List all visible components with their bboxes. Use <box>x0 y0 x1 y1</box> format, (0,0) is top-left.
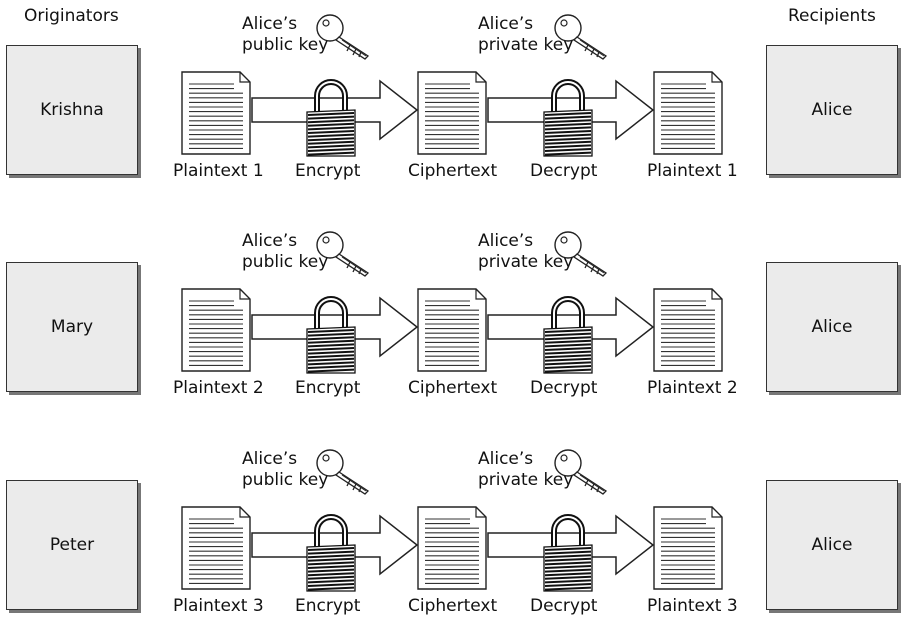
recipients-header: Recipients <box>788 6 876 26</box>
decrypt-label: Decrypt <box>530 161 598 181</box>
originators-header: Originators <box>24 6 119 26</box>
plaintext-out-label: Plaintext 2 <box>647 378 738 398</box>
encrypt-label: Encrypt <box>295 596 361 616</box>
originator-name: Mary <box>50 317 94 337</box>
plaintext-in-label: Plaintext 1 <box>173 161 264 181</box>
decrypt-lock-icon <box>543 296 593 374</box>
ciphertext-document-icon <box>417 506 487 590</box>
arrow-decrypt <box>487 514 655 576</box>
encrypt-label: Encrypt <box>295 161 361 181</box>
encrypt-lock-icon <box>306 79 356 157</box>
public-key-icon <box>316 231 370 277</box>
plaintext-out-document-icon <box>653 71 723 155</box>
recipient-box: Alice <box>766 262 898 392</box>
ciphertext-label: Ciphertext <box>408 378 498 398</box>
recipient-name: Alice <box>811 535 853 555</box>
decrypt-lock-icon <box>543 79 593 157</box>
encrypt-label: Encrypt <box>295 378 361 398</box>
originator-box: Krishna <box>6 45 138 175</box>
plaintext-in-document-icon <box>181 71 251 155</box>
recipient-box: Alice <box>766 45 898 175</box>
plaintext-in-label: Plaintext 2 <box>173 378 264 398</box>
encrypt-lock-icon <box>306 296 356 374</box>
originator-box: Peter <box>6 480 138 610</box>
plaintext-out-document-icon <box>653 506 723 590</box>
plaintext-out-label: Plaintext 3 <box>647 596 738 616</box>
originator-name: Peter <box>49 535 95 555</box>
private-key-icon <box>554 231 608 277</box>
originator-name: Krishna <box>40 100 104 120</box>
ciphertext-label: Ciphertext <box>408 161 498 181</box>
private-key-icon <box>554 449 608 495</box>
arrow-encrypt <box>251 79 419 141</box>
encrypt-lock-icon <box>306 514 356 592</box>
public-key-icon <box>316 449 370 495</box>
arrow-encrypt <box>251 514 419 576</box>
ciphertext-label: Ciphertext <box>408 596 498 616</box>
public-key-icon <box>316 14 370 60</box>
plaintext-out-document-icon <box>653 288 723 372</box>
plaintext-in-document-icon <box>181 506 251 590</box>
arrow-encrypt <box>251 296 419 358</box>
decrypt-lock-icon <box>543 514 593 592</box>
plaintext-in-document-icon <box>181 288 251 372</box>
plaintext-in-label: Plaintext 3 <box>173 596 264 616</box>
ciphertext-document-icon <box>417 288 487 372</box>
decrypt-label: Decrypt <box>530 596 598 616</box>
originator-box: Mary <box>6 262 138 392</box>
ciphertext-document-icon <box>417 71 487 155</box>
arrow-decrypt <box>487 79 655 141</box>
recipient-name: Alice <box>811 317 853 337</box>
arrow-decrypt <box>487 296 655 358</box>
recipient-name: Alice <box>811 100 853 120</box>
recipient-box: Alice <box>766 480 898 610</box>
plaintext-out-label: Plaintext 1 <box>647 161 738 181</box>
decrypt-label: Decrypt <box>530 378 598 398</box>
private-key-icon <box>554 14 608 60</box>
